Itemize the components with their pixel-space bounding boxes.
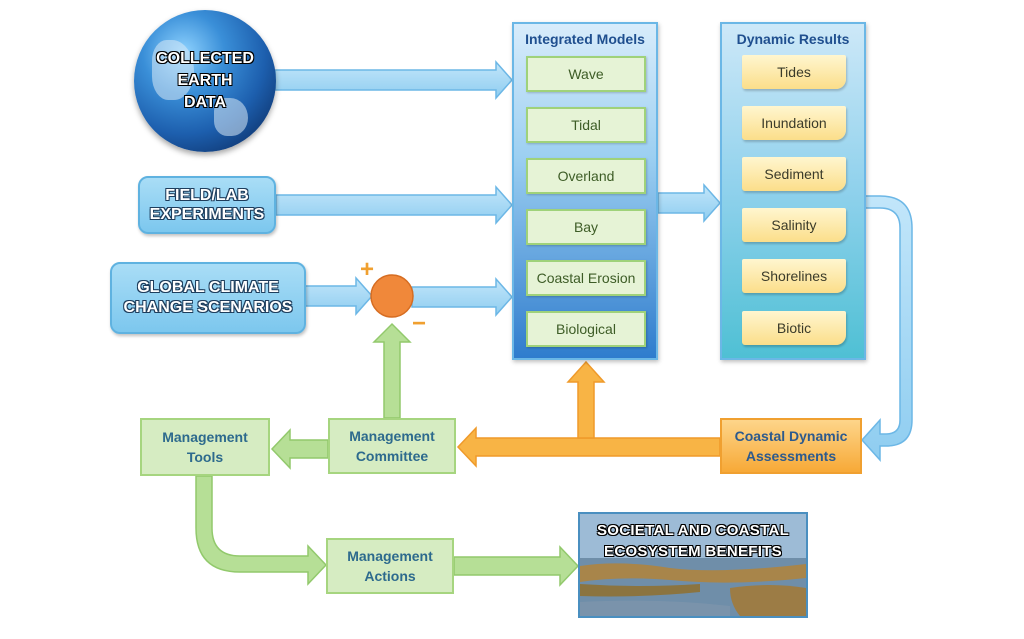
- earth-data-label: COLLECTED EARTH DATA: [156, 48, 254, 114]
- result-shorelines: Shorelines: [742, 259, 846, 293]
- model-biological: Biological: [526, 311, 646, 347]
- management-actions-box: Management Actions: [326, 538, 454, 594]
- summing-junction: [370, 274, 414, 318]
- arrow-assessments-to-models: [566, 360, 606, 439]
- tools-line-2: Tools: [186, 449, 224, 465]
- assessments-line-2: Assessments: [745, 448, 837, 464]
- result-tides: Tides: [742, 55, 846, 89]
- assessments-line-1: Coastal Dynamic: [734, 428, 848, 444]
- integrated-models-title: Integrated Models: [525, 31, 645, 47]
- earth-data-line-2: EARTH: [177, 72, 233, 89]
- arrow-tools-to-actions: [195, 475, 328, 586]
- globe-landmass: [152, 40, 194, 100]
- arrow-field-to-models: [275, 185, 514, 225]
- result-inundation: Inundation: [742, 106, 846, 140]
- coastal-dynamic-assessments-box: Coastal Dynamic Assessments: [720, 418, 862, 474]
- arrow-junction-to-models: [411, 277, 514, 317]
- arrow-actions-to-benefits: [453, 545, 580, 587]
- arrow-committee-to-junction: [372, 322, 412, 419]
- benefits-line-2: ECOSYSTEM BENEFITS: [604, 543, 782, 560]
- actions-line-1: Management: [347, 548, 433, 564]
- marsh-landscape-image: [580, 514, 806, 616]
- globe-landmass: [214, 98, 248, 136]
- field-lab-experiments-box: FIELD/LAB EXPERIMENTS: [138, 176, 276, 234]
- committee-line-1: Management: [349, 428, 435, 444]
- model-overland: Overland: [526, 158, 646, 194]
- junction-minus-sign: −: [412, 310, 426, 337]
- model-tidal: Tidal: [526, 107, 646, 143]
- result-sediment: Sediment: [742, 157, 846, 191]
- ecosystem-benefits-photo: SOCIETAL AND COASTAL ECOSYSTEM BENEFITS: [578, 512, 808, 618]
- management-tools-box: Management Tools: [140, 418, 270, 476]
- benefits-line-1: SOCIETAL AND COASTAL: [596, 522, 790, 539]
- committee-line-2: Committee: [355, 448, 429, 464]
- global-climate-scenarios-box: GLOBAL CLIMATE CHANGE SCENARIOS: [110, 262, 306, 334]
- model-bay: Bay: [526, 209, 646, 245]
- climate-line-2: CHANGE SCENARIOS: [123, 299, 293, 316]
- model-coastal-erosion: Coastal Erosion: [526, 260, 646, 296]
- arrow-climate-to-junction: [303, 276, 374, 316]
- field-lab-line-1: FIELD/LAB: [165, 187, 249, 204]
- actions-line-2: Actions: [364, 568, 416, 584]
- arrow-assessments-to-committee: [456, 426, 721, 468]
- result-biotic: Biotic: [742, 311, 846, 345]
- benefits-title: SOCIETAL AND COASTAL ECOSYSTEM BENEFITS: [580, 520, 806, 562]
- earth-data-line-3: DATA: [183, 94, 227, 111]
- tools-line-1: Management: [162, 429, 248, 445]
- arrow-models-to-results: [657, 183, 722, 223]
- field-lab-line-2: EXPERIMENTS: [149, 206, 265, 223]
- result-salinity: Salinity: [742, 208, 846, 242]
- arrow-earth-to-models: [274, 60, 514, 100]
- collected-earth-data-globe: COLLECTED EARTH DATA: [134, 10, 276, 152]
- junction-plus-sign: +: [360, 256, 374, 283]
- dynamic-results-title: Dynamic Results: [736, 31, 850, 47]
- earth-data-line-1: COLLECTED: [156, 50, 254, 67]
- arrow-results-to-assessments: [860, 195, 913, 462]
- model-wave: Wave: [526, 56, 646, 92]
- management-committee-box: Management Committee: [328, 418, 456, 474]
- climate-line-1: GLOBAL CLIMATE: [137, 279, 279, 296]
- arrow-committee-to-tools: [270, 428, 329, 470]
